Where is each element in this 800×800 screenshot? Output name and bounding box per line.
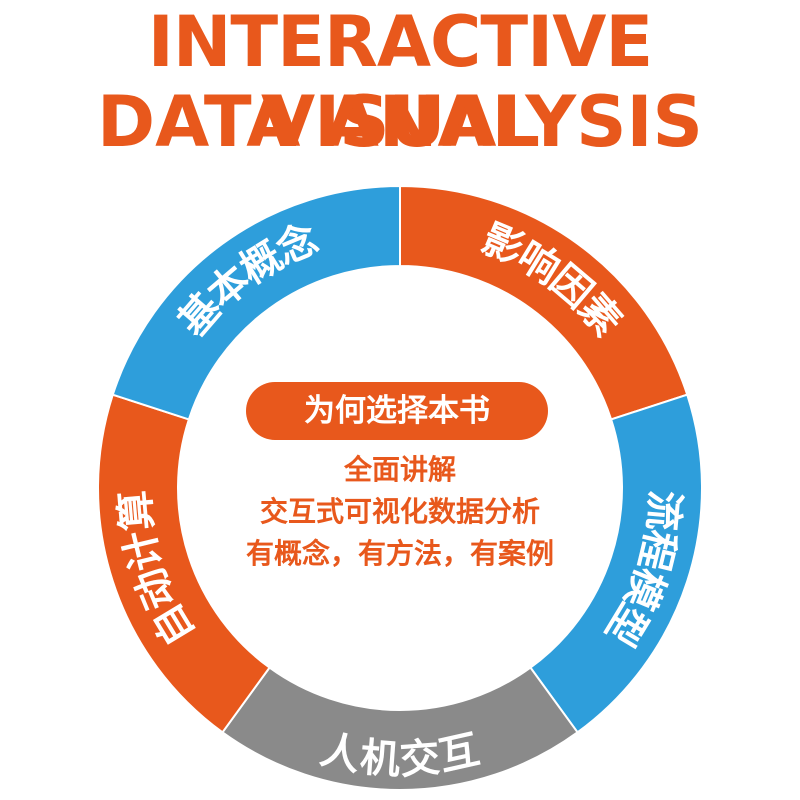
center-line-1: 全面讲解 [343, 453, 456, 486]
ring-segment-3 [221, 666, 579, 791]
center-line-2: 交互式可视化数据分析 [259, 495, 540, 528]
ring-segment-5 [111, 184, 401, 421]
center-line-3: 有概念，有方法，有案例 [245, 537, 554, 570]
title-line-1: INTERACTIVE VISUAL [147, 1, 653, 163]
title-line-2: DATA ANALYSIS [97, 81, 703, 163]
center-heading: 为何选择本书 [246, 382, 548, 440]
